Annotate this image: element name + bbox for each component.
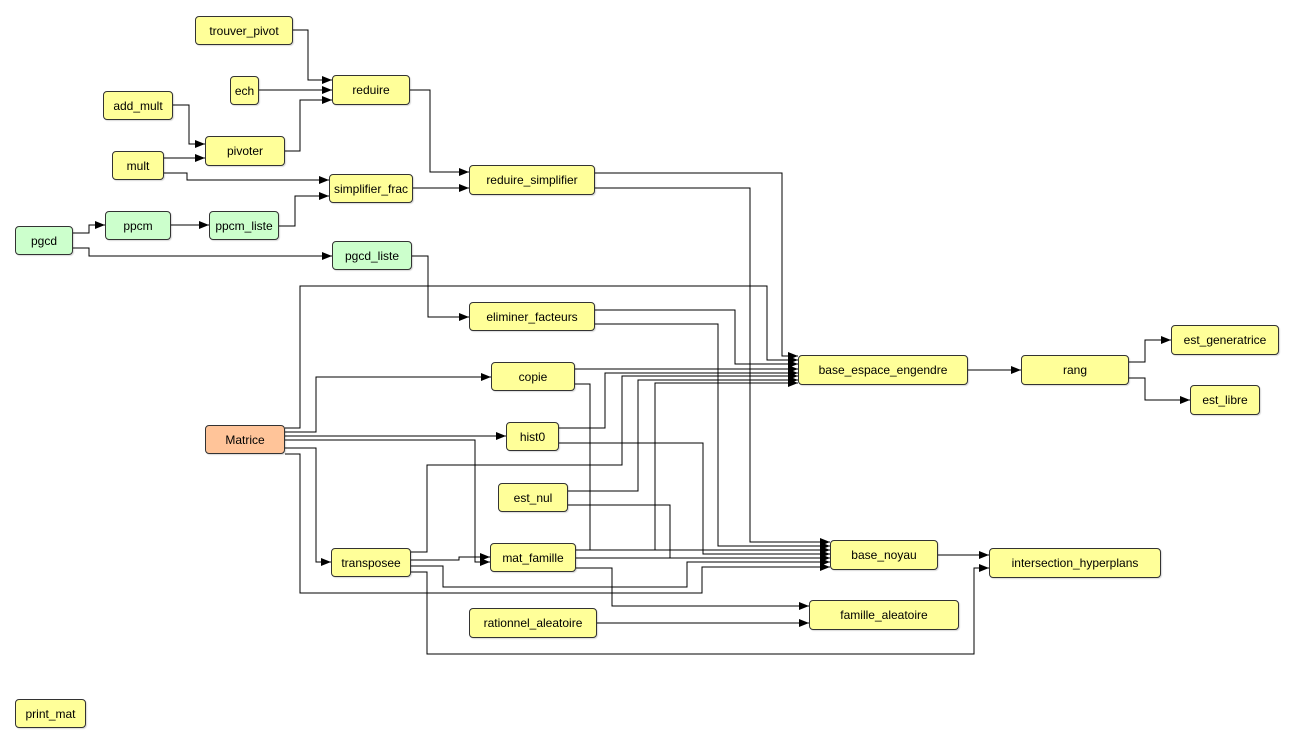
node-mult[interactable]: mult [112,151,164,180]
node-label: pivoter [226,144,264,158]
node-label: add_mult [113,98,163,113]
node-rationnel-aleatoire[interactable]: rationnel_aleatoire [469,608,597,638]
node-label: base_espace_engendre [818,363,948,377]
node-label: rang [1062,363,1088,377]
node-label: famille_aleatoire [840,608,928,622]
edge-matrice-to-base-noyau [285,453,830,594]
edge-matrice-to-transposee [285,447,331,566]
node-est-generatrice[interactable]: est_generatrice [1171,325,1279,355]
edge-hist0-to-base-noyau [559,442,830,558]
edge-rang-to-est-generatrice [1129,336,1171,363]
node-label: pgcd_liste [344,248,400,263]
node-famille-aleatoire[interactable]: famille_aleatoire [809,600,959,630]
edge-matrice-to-base-espace-engendre [285,285,798,429]
edge-mat-famille-to-famille-aleatoire [576,567,809,610]
node-copie[interactable]: copie [491,362,575,391]
node-transposee[interactable]: transposee [331,548,411,577]
edge-pgcd-to-ppcm [73,221,105,234]
node-label: est_nul [513,490,553,505]
node-intersection-hyperplans[interactable]: intersection_hyperplans [989,548,1161,578]
edge-pivoter-to-reduire [285,96,332,152]
node-ppcm-liste[interactable]: ppcm_liste [209,211,279,240]
node-label: reduire_simplifier [486,173,578,187]
node-label: mat_famille [502,550,564,565]
node-label: est_generatrice [1183,333,1267,347]
edge-mat-famille-to-base-espace-engendre [576,379,798,551]
node-matrice[interactable]: Matrice [205,425,285,454]
node-hist0[interactable]: hist0 [506,422,559,451]
edge-reduire-to-reduire-simplifier [410,89,469,176]
node-label: est_libre [1202,393,1248,407]
node-label: intersection_hyperplans [1011,556,1139,570]
node-reduire-simplifier[interactable]: reduire_simplifier [469,165,595,195]
node-label: ppcm [123,218,153,233]
edge-matrice-to-copie [285,373,491,433]
edge-matrice-to-mat-famille [285,439,490,566]
node-eliminer-facteurs[interactable]: eliminer_facteurs [469,302,595,331]
node-ppcm[interactable]: ppcm [105,211,171,240]
node-est-libre[interactable]: est_libre [1190,385,1260,415]
edge-transposee-to-base-espace-engendre [411,372,798,553]
node-label: trouver_pivot [209,23,279,38]
node-label: copie [518,369,548,384]
node-base-noyau[interactable]: base_noyau [830,540,938,570]
node-label: pgcd [30,233,58,248]
edge-mult-to-simplifier-frac [164,172,329,184]
edge-copie-to-base-noyau [575,383,830,554]
edge-eliminer-facteurs-to-base-noyau [595,323,830,550]
edge-est-nul-to-base-espace-engendre [568,376,798,492]
node-pivoter[interactable]: pivoter [205,136,285,166]
node-label: simplifier_frac [333,181,408,196]
node-pgcd-liste[interactable]: pgcd_liste [332,241,412,270]
edge-trouver-pivot-to-reduire [293,29,332,84]
node-print-mat[interactable]: print_mat [15,699,86,728]
node-label: rationnel_aleatoire [483,616,583,630]
node-label: ppcm_liste [215,218,273,233]
node-ech[interactable]: ech [230,76,259,105]
node-mat-famille[interactable]: mat_famille [490,543,576,572]
edge-rang-to-est-libre [1129,377,1190,404]
edge-transposee-to-base-noyau [411,558,830,588]
node-rang[interactable]: rang [1021,355,1129,385]
node-label: eliminer_facteurs [486,309,578,324]
node-pgcd[interactable]: pgcd [15,226,73,255]
edge-transposee-to-intersection-hyperplans [411,564,989,655]
node-est-nul[interactable]: est_nul [498,483,568,512]
edge-add-mult-to-pivoter [173,104,205,148]
edge-hist0-to-base-espace-engendre [559,369,798,429]
node-label: ech [234,83,255,98]
node-trouver-pivot[interactable]: trouver_pivot [195,16,293,45]
node-label: transposee [341,555,401,570]
node-add-mult[interactable]: add_mult [103,91,173,120]
node-label: base_noyau [851,548,917,562]
edge-eliminer-facteurs-to-base-espace-engendre [595,309,798,368]
edge-ppcm-liste-to-simplifier-frac [279,192,329,227]
node-label: print_mat [25,706,76,721]
edge-pgcd-to-pgcd-liste [73,247,332,260]
node-simplifier-frac[interactable]: simplifier_frac [329,174,413,203]
node-label: hist0 [519,429,546,444]
node-label: Matrice [225,432,265,447]
node-label: reduire [352,83,390,97]
edge-transposee-to-mat-famille [411,553,490,561]
node-reduire[interactable]: reduire [332,75,410,105]
node-base-espace-engendre[interactable]: base_espace_engendre [798,355,968,385]
edge-reduire-simplifier-to-base-espace-engendre [595,172,798,360]
edge-reduire-simplifier-to-base-noyau [595,187,830,546]
node-label: mult [126,158,150,173]
